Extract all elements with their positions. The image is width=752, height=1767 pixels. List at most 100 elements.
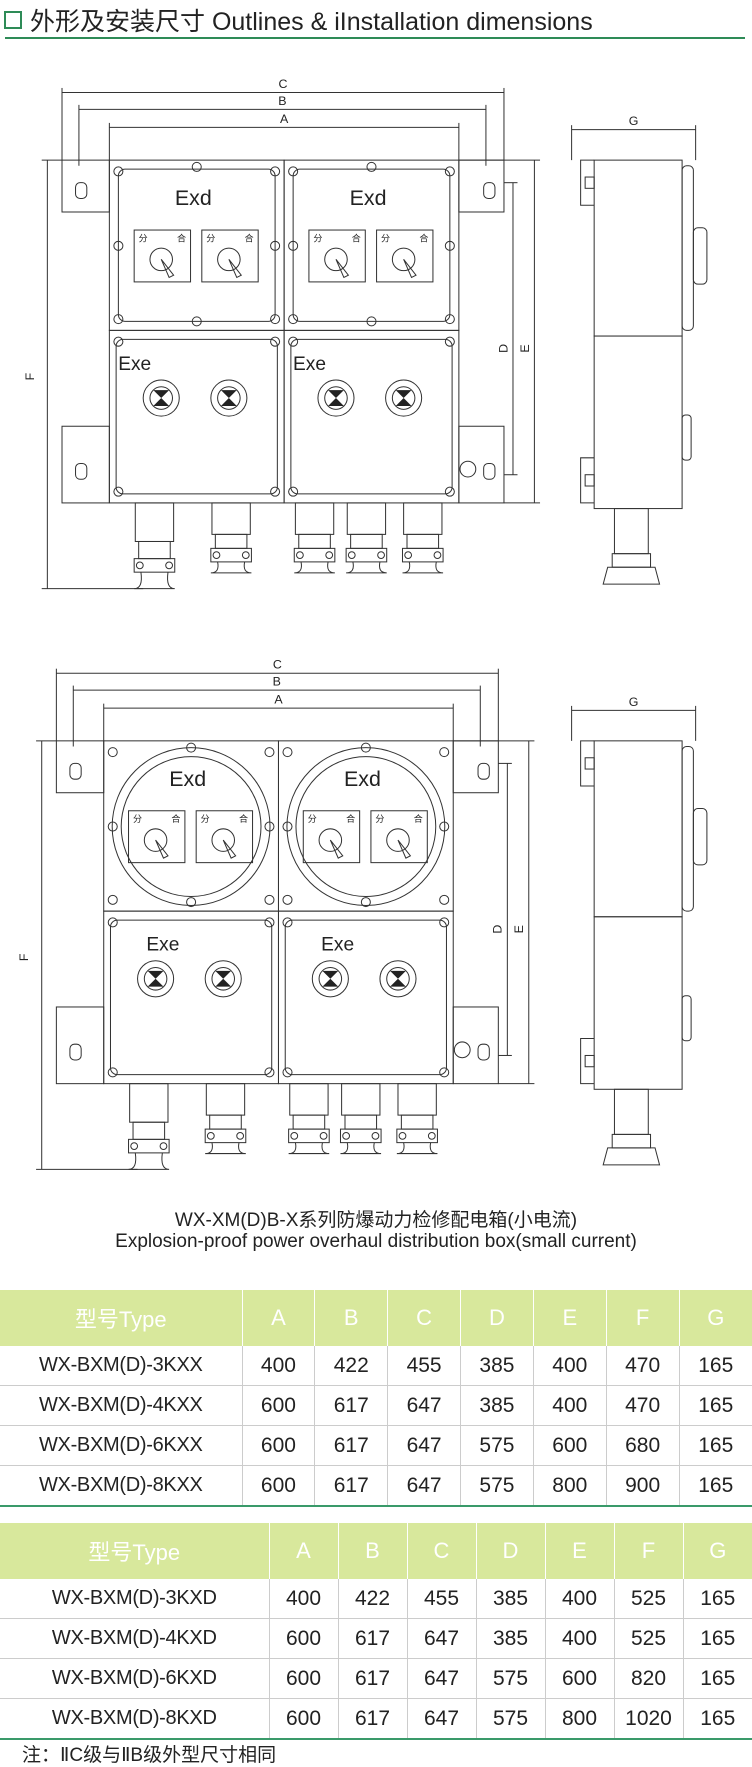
side-mounting-bracket	[580, 1038, 595, 1085]
dimension-cell: 680	[606, 1425, 680, 1466]
mounting-ear	[458, 425, 505, 504]
switch-knob-icon	[211, 828, 236, 852]
dimension-cell: 455	[407, 1579, 477, 1619]
screw-icon	[130, 1142, 139, 1151]
dimension-cell: 165	[679, 1346, 752, 1386]
cover-bolt-icon	[191, 316, 202, 327]
dimension-cell: 617	[314, 1385, 389, 1426]
exe-label: Exe	[118, 354, 151, 375]
side-view-lower	[593, 916, 683, 1090]
side-view-handle	[692, 227, 708, 285]
column-header: D	[460, 1290, 534, 1346]
dimension-cell: 575	[460, 1465, 534, 1507]
dimension-cell: 617	[314, 1425, 389, 1466]
indicator-lamp-icon	[311, 960, 349, 998]
rotary-switch	[201, 229, 259, 283]
cable-gland-nut	[298, 533, 331, 549]
indicator-lamp-ring	[391, 386, 416, 410]
exd-round-cover	[286, 747, 446, 906]
cover-bolt-icon	[264, 821, 275, 832]
dimension-cell: 575	[460, 1425, 534, 1466]
cover-bolt-icon	[288, 314, 299, 325]
dimension-cell: 600	[533, 1425, 607, 1466]
switch-handle-icon	[155, 839, 169, 859]
screw-icon	[290, 1131, 299, 1140]
cover-bolt-icon	[107, 894, 118, 905]
dimension-cell: 385	[460, 1385, 534, 1426]
cable-gland-seal	[402, 561, 444, 574]
mounting-ear	[61, 159, 110, 213]
dimension-cell: 165	[683, 1618, 752, 1659]
dimension-cell: 647	[407, 1658, 477, 1699]
dimension-label-b: B	[273, 675, 281, 689]
cable-gland	[289, 1083, 329, 1116]
indicator-lamp-icon	[142, 379, 180, 417]
cover-bolt-icon	[439, 917, 450, 928]
screw-icon	[212, 551, 221, 560]
cable-gland-nut	[344, 1114, 378, 1130]
switch-off-label: 分	[133, 814, 142, 824]
dimension-cell: 400	[269, 1579, 339, 1619]
screw-icon	[427, 1131, 436, 1140]
cable-gland-seal	[340, 1142, 382, 1155]
indicator-lamp-icon	[317, 379, 355, 417]
cover-bolt-icon	[186, 897, 197, 908]
dimension-cell: 600	[269, 1698, 339, 1740]
indicator-lamp-mark	[147, 970, 164, 987]
dimension-cell: 455	[387, 1346, 462, 1386]
exe-label: Exe	[146, 935, 179, 956]
exd-round-cover	[111, 747, 271, 906]
column-header: F	[614, 1523, 684, 1579]
side-mounting-bracket	[580, 159, 595, 206]
bracket-bolt	[584, 176, 595, 189]
column-header: 型号Type	[0, 1290, 243, 1346]
switch-handle-icon	[403, 259, 417, 279]
dimension-label-e: E	[518, 344, 532, 352]
cover-bolt-icon	[360, 742, 371, 753]
bracket-bolt	[584, 1054, 595, 1068]
indicator-lamp-mark	[220, 390, 237, 406]
column-header: A	[269, 1523, 339, 1579]
switch-on-label: 合	[346, 813, 355, 824]
exd-label: Exd	[175, 186, 212, 210]
column-header: G	[679, 1290, 752, 1346]
dimension-label-a: A	[274, 693, 283, 707]
side-view-upper	[593, 159, 683, 337]
cable-gland-clamp	[401, 547, 444, 563]
dimension-cell: 400	[242, 1346, 316, 1386]
checkbox-square-icon	[4, 11, 22, 29]
cable-gland	[134, 502, 175, 542]
dimension-cell: 165	[679, 1385, 752, 1426]
switch-handle-icon	[335, 259, 350, 279]
caption-en: Explosion-proof power overhaul distribut…	[115, 1231, 637, 1252]
cover-bolt-icon	[439, 747, 450, 758]
switch-off-label: 分	[375, 814, 384, 824]
cover-bolt-icon	[288, 486, 299, 497]
exd-cover-inner	[120, 756, 262, 897]
screw-icon	[377, 551, 385, 560]
switch-on-label: 合	[419, 232, 428, 243]
exd-cover	[117, 168, 276, 322]
side-gland-seal	[602, 1147, 661, 1166]
rotary-switch	[128, 810, 186, 864]
dimension-cell: 165	[683, 1579, 752, 1619]
cable-gland	[397, 1083, 437, 1116]
screw-icon	[165, 561, 174, 570]
side-view-lower	[593, 335, 683, 510]
dimension-cell: 1020	[614, 1698, 684, 1740]
cable-gland-clamp	[288, 1128, 330, 1144]
cable-gland	[211, 502, 251, 535]
dimension-cell: 600	[269, 1658, 339, 1699]
dimension-label-f: F	[23, 372, 37, 380]
side-view-lamp	[681, 995, 692, 1042]
cable-gland-nut	[406, 533, 440, 549]
column-header: E	[545, 1523, 615, 1579]
switch-off-label: 分	[201, 814, 210, 824]
dimension-cell: 617	[314, 1465, 389, 1507]
cover-bolt-icon	[288, 240, 299, 251]
screw-icon	[236, 1131, 245, 1140]
cover-bolt-icon	[107, 917, 118, 928]
dimension-cell: 422	[314, 1346, 389, 1386]
